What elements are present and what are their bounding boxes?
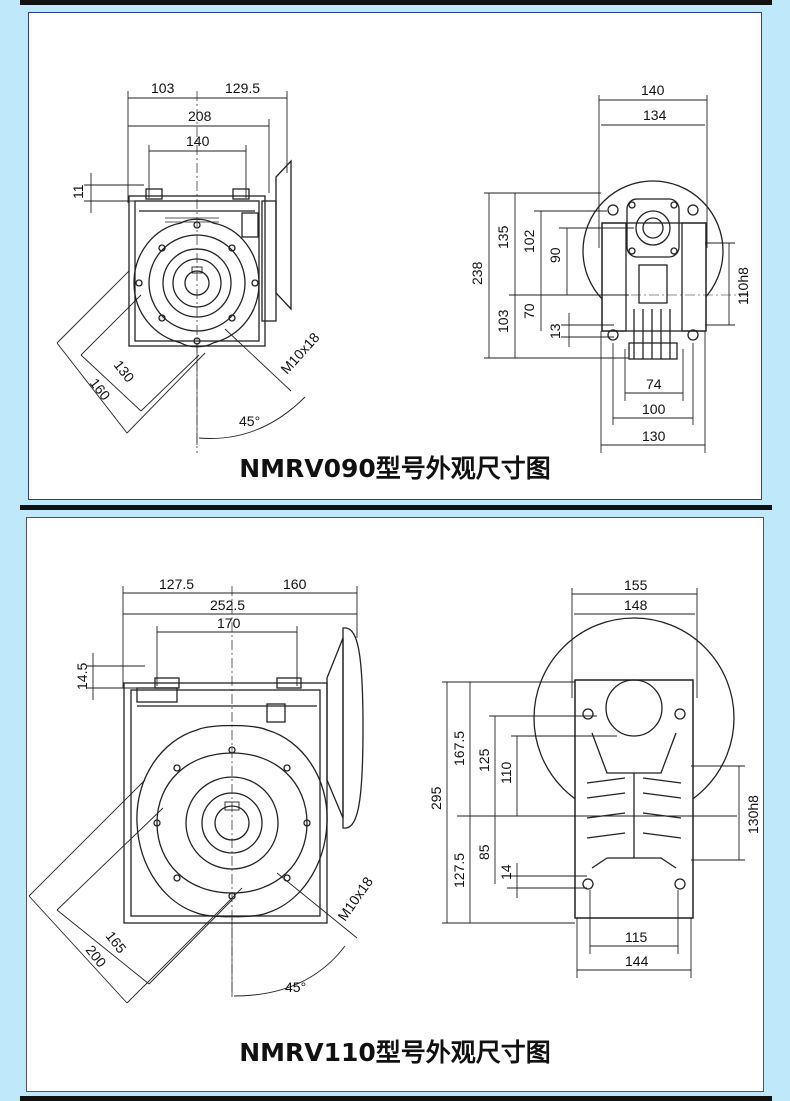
nmrv090-front-labels: 103 129.5 208 140 11 130 160 M10x18 45° <box>70 80 323 429</box>
angle-label: 45° <box>285 979 306 995</box>
dim-14-5: 14.5 <box>74 663 90 690</box>
nmrv090-drawing: 103 129.5 208 140 11 130 160 M10x18 45° <box>56 80 751 453</box>
dim-165: 165 <box>103 928 130 956</box>
middle-divider <box>20 505 772 510</box>
dim-252-5: 252.5 <box>210 597 245 613</box>
shaft-130h8: 130h8 <box>745 795 761 834</box>
nmrv110-caption: NMRV110型号外观尺寸图 <box>239 1038 551 1067</box>
dim-140: 140 <box>186 133 210 149</box>
dim-134: 134 <box>643 107 667 123</box>
dim-130: 130 <box>642 428 666 444</box>
dim-140: 140 <box>641 82 665 98</box>
dim-170: 170 <box>217 615 241 631</box>
dim-74: 74 <box>646 376 662 392</box>
top-divider <box>20 0 772 5</box>
dim-11: 11 <box>70 184 86 199</box>
dim-103: 103 <box>495 309 511 333</box>
dim-208: 208 <box>188 108 212 124</box>
dim-160: 160 <box>283 576 307 592</box>
nmrv090-side-view <box>484 95 749 453</box>
nmrv110-front-labels: 127.5 160 252.5 170 14.5 165 200 M10x18 … <box>74 576 376 995</box>
nmrv110-panel: 127.5 160 252.5 170 14.5 165 200 M10x18 … <box>26 517 764 1092</box>
nmrv110-side-labels: 155 148 295 167.5 125 110 127.5 85 14 13… <box>428 577 761 969</box>
shaft-110h8: 110h8 <box>735 267 751 305</box>
dim-125: 125 <box>476 748 492 772</box>
dim-200: 200 <box>83 942 110 970</box>
dim-238: 238 <box>469 261 485 285</box>
dim-103: 103 <box>151 80 175 96</box>
dim-295: 295 <box>428 786 444 810</box>
dim-167-5: 167.5 <box>451 731 467 766</box>
dim-130: 130 <box>111 357 138 385</box>
bolt-label: M10x18 <box>334 874 376 924</box>
dim-144: 144 <box>625 953 649 969</box>
bolt-label: M10x18 <box>277 329 322 377</box>
nmrv090-front-view <box>56 91 306 453</box>
bottom-divider <box>20 1096 772 1101</box>
nmrv090-side-labels: 140 134 238 135 102 90 103 70 13 110h8 7… <box>469 82 751 444</box>
dim-127-5: 127.5 <box>159 576 194 592</box>
dim-85: 85 <box>476 844 492 860</box>
nmrv110-drawing: 127.5 160 252.5 170 14.5 165 200 M10x18 … <box>28 576 761 1004</box>
nmrv110-front-view <box>28 586 364 1004</box>
dim-100: 100 <box>642 401 666 417</box>
dim-110: 110 <box>498 761 514 784</box>
dim-127-5: 127.5 <box>451 853 467 888</box>
dim-148: 148 <box>624 597 648 613</box>
dim-155: 155 <box>624 577 648 593</box>
nmrv110-side-view <box>442 588 745 978</box>
dim-14: 14 <box>498 864 514 880</box>
dim-102: 102 <box>521 229 537 253</box>
nmrv090-panel: 103 129.5 208 140 11 130 160 M10x18 45° <box>28 12 762 500</box>
dim-135: 135 <box>495 225 511 249</box>
nmrv090-caption: NMRV090型号外观尺寸图 <box>239 454 551 483</box>
angle-label: 45° <box>239 413 260 429</box>
dim-129-5: 129.5 <box>225 80 260 96</box>
dim-90: 90 <box>547 247 563 263</box>
dim-13: 13 <box>547 323 563 339</box>
dim-70: 70 <box>521 303 537 319</box>
dim-115: 115 <box>625 929 648 945</box>
dim-160: 160 <box>87 375 114 403</box>
